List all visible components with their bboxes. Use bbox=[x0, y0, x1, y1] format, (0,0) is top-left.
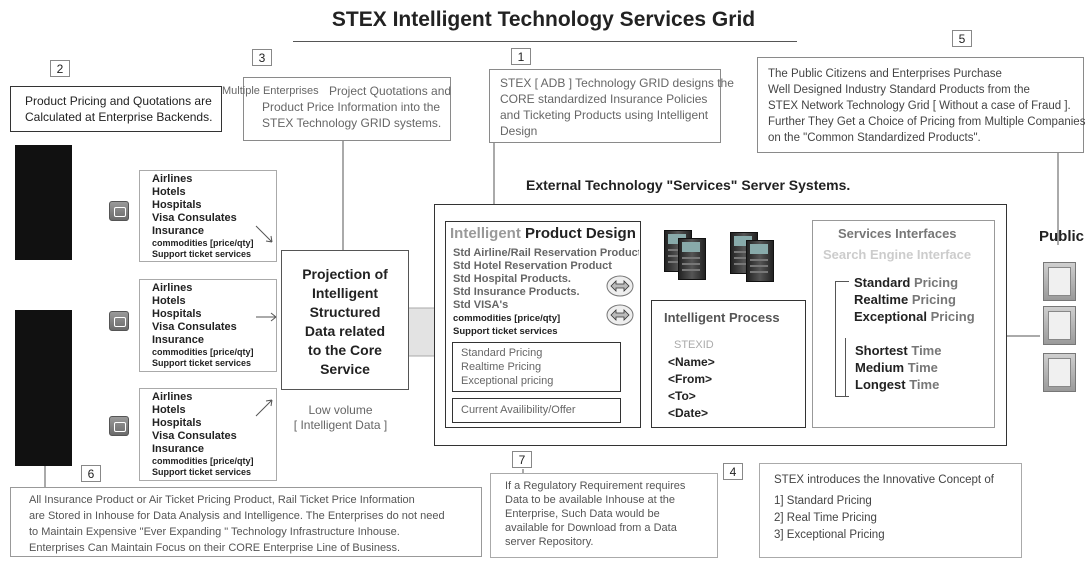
interface-pricing-list: Standard Pricing Realtime Pricing Except… bbox=[854, 275, 975, 324]
person-icon bbox=[1043, 353, 1076, 392]
marker-4: 4 bbox=[723, 463, 743, 480]
server-icon bbox=[678, 238, 706, 280]
enterprise-list-top: Airlines Hotels Hospitals Visa Consulate… bbox=[139, 170, 277, 262]
enterprise-backend-block-top bbox=[15, 145, 72, 260]
box-2-pricing-backends: Product Pricing and Quotations are Calcu… bbox=[10, 86, 222, 132]
projection-box: Projection of Intelligent Structured Dat… bbox=[281, 250, 409, 390]
title-underline bbox=[293, 41, 797, 42]
services-interfaces-box: Services Interfaces Search Engine Interf… bbox=[812, 220, 995, 428]
bracket-line bbox=[835, 396, 849, 397]
low-volume-label: Low volume [ Intelligent Data ] bbox=[293, 403, 388, 432]
interface-time-list: Shortest Time Medium Time Longest Time bbox=[855, 343, 942, 392]
enterprise-list-middle: Airlines Hotels Hospitals Visa Consulate… bbox=[139, 279, 277, 372]
ticket-icon bbox=[109, 311, 129, 331]
intelligent-process-box: Intelligent Process STEXID <Name> <From>… bbox=[651, 300, 806, 428]
public-label: Public bbox=[1039, 228, 1085, 245]
product-pricing-box: Standard Pricing Realtime Pricing Except… bbox=[452, 342, 621, 392]
product-design-box bbox=[445, 221, 641, 428]
box-7-regulatory: If a Regulatory Requirement requires Dat… bbox=[490, 473, 718, 558]
bracket-line bbox=[835, 281, 836, 396]
marker-1: 1 bbox=[511, 48, 531, 65]
marker-6: 6 bbox=[81, 465, 101, 482]
person-icon bbox=[1043, 262, 1076, 301]
box-5-public-purchase: The Public Citizens and Enterprises Purc… bbox=[757, 57, 1085, 153]
double-arrow-icon bbox=[606, 275, 634, 297]
enterprise-backend-block-bottom bbox=[15, 310, 72, 466]
marker-2: 2 bbox=[50, 60, 70, 77]
box-1-grid-design: STEX [ ADB ] Technology GRID designs the… bbox=[489, 69, 734, 143]
bracket-line bbox=[845, 338, 846, 396]
enterprise-list-bottom: Airlines Hotels Hospitals Visa Consulate… bbox=[139, 388, 277, 481]
marker-7: 7 bbox=[512, 451, 532, 468]
product-design-title: Intelligent Product Design bbox=[450, 225, 636, 242]
box-3-project-quotations: Multiple Enterprises Project Quotations … bbox=[222, 77, 451, 141]
double-arrow-icon bbox=[606, 304, 634, 326]
diagram-title: STEX Intelligent Technology Services Gri… bbox=[331, 8, 756, 31]
ticket-icon bbox=[109, 201, 129, 221]
person-icon bbox=[1043, 306, 1076, 345]
marker-3: 3 bbox=[252, 49, 272, 66]
bracket-line bbox=[835, 281, 849, 282]
marker-5: 5 bbox=[952, 30, 972, 47]
product-design-list: Std Airline/Rail Reservation Product. St… bbox=[453, 247, 639, 337]
external-services-heading: External Technology "Services" Server Sy… bbox=[526, 177, 851, 193]
availability-box: Current Availibility/Offer bbox=[452, 398, 621, 423]
box-4-pricing-concept: STEX introduces the Innovative Concept o… bbox=[759, 463, 1022, 558]
ticket-icon bbox=[109, 416, 129, 436]
server-icon bbox=[746, 240, 774, 282]
box-6-inhouse-storage: All Insurance Product or Air Ticket Pric… bbox=[10, 487, 482, 557]
